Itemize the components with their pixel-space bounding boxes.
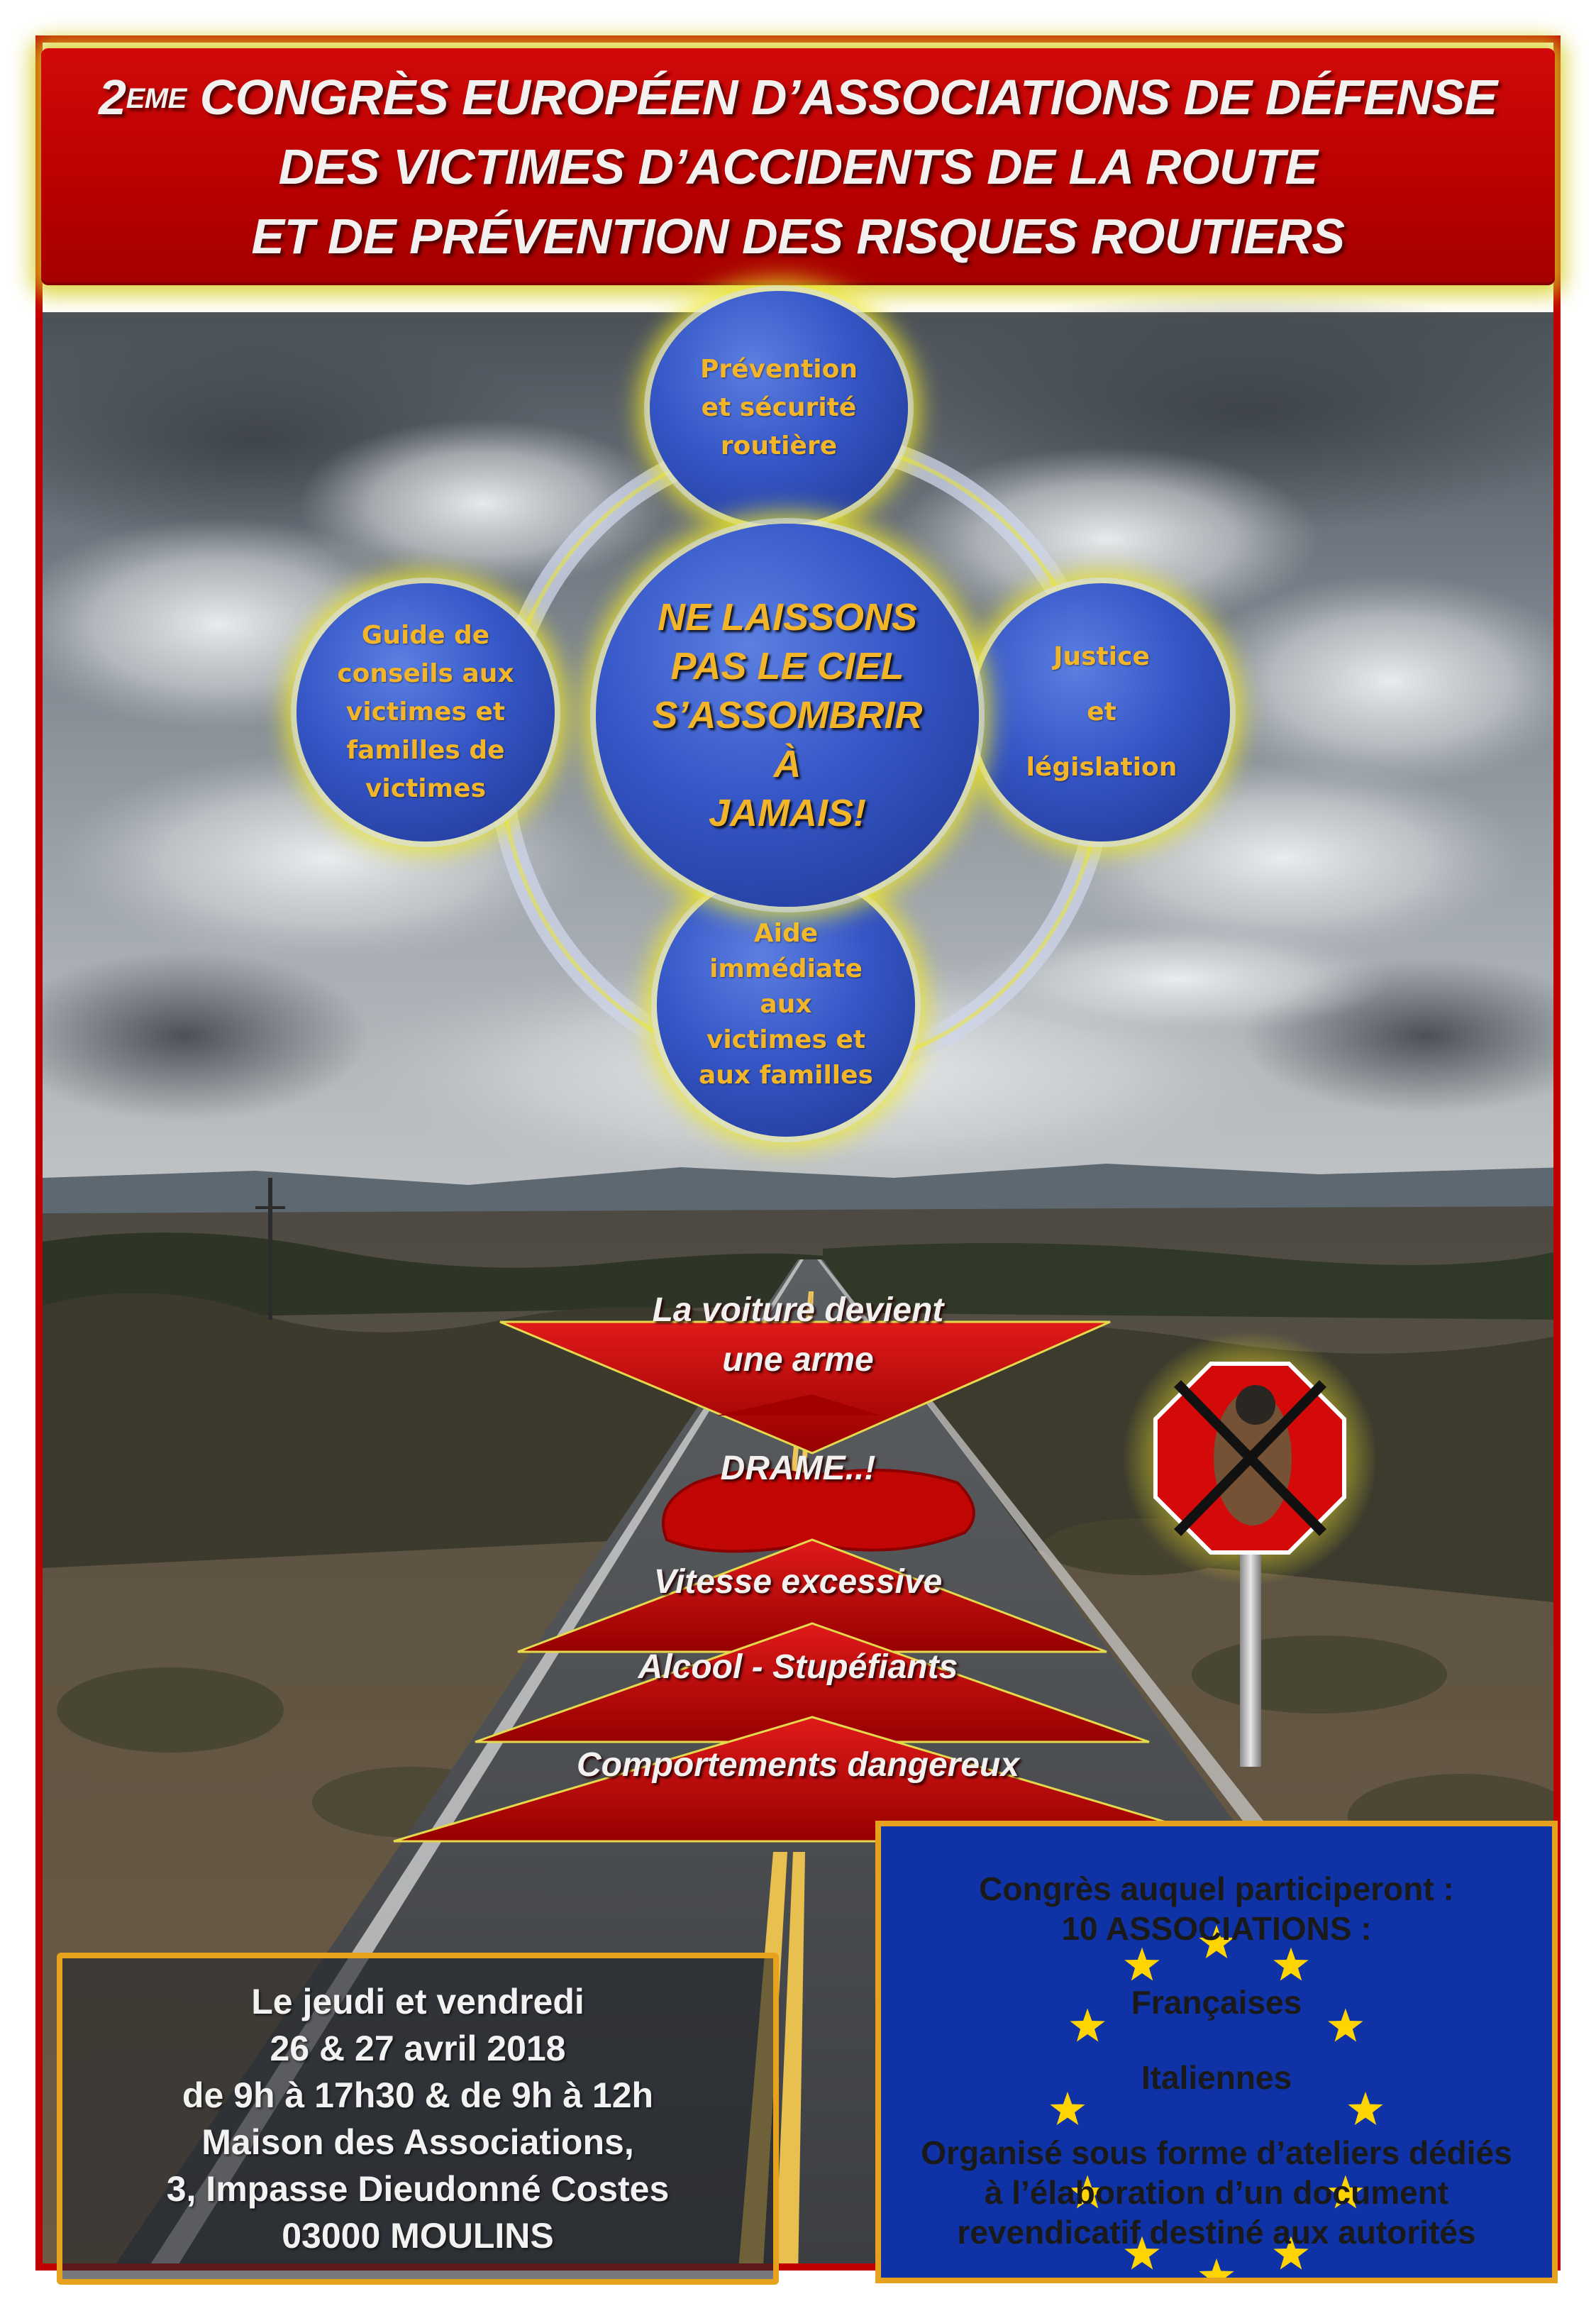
title-line-1: 2EME CONGRÈS EUROPÉEN D’ASSOCIATIONS DE … <box>99 62 1497 132</box>
event-days: Le jeudi et vendredi <box>251 1982 584 2021</box>
title-superscript: EME <box>126 83 187 114</box>
chevron-voiture-label: La voiture devient une arme <box>426 1286 1170 1385</box>
event-address: 3, Impasse Dieudonné Costes <box>166 2169 670 2209</box>
bubble-aide: Aide immédiate aux victimes et aux famil… <box>657 873 915 1137</box>
participants-format-3: revendicatif destiné aux autorités <box>957 2214 1476 2251</box>
eu-star-icon <box>1273 1947 1309 1981</box>
bubble-slogan: NE LAISSONS PAS LE CIEL S’ASSOMBRIR À JA… <box>596 524 979 907</box>
participants-italiennes: Italiennes <box>1141 2059 1292 2096</box>
no-stop-sign-icon <box>1122 1330 1378 1767</box>
participants-francaises: Françaises <box>1131 1984 1302 2021</box>
title-banner: 2EME CONGRÈS EUROPÉEN D’ASSOCIATIONS DE … <box>41 48 1555 285</box>
eu-star-icon <box>1050 2092 1085 2125</box>
bubble-guide-text: Guide de conseils aux victimes et famill… <box>337 621 514 803</box>
chevron-drame-label: DRAME..! <box>720 1450 876 1487</box>
eu-star-icon <box>1348 2092 1383 2125</box>
eu-star-icon <box>1070 2175 1105 2209</box>
event-info-box: Le jeudi et vendredi 26 & 27 avril 2018 … <box>57 1953 779 2285</box>
eu-star-icon <box>1124 1947 1160 1981</box>
eu-star-icon <box>1199 1925 1234 1958</box>
chevron-vitesse-label: Vitesse excessive <box>653 1563 943 1601</box>
bubble-justice-text: Justice et législation <box>1026 642 1177 782</box>
bubble-justice: Justice et législation <box>973 583 1230 842</box>
event-date: 26 & 27 avril 2018 <box>270 2029 566 2068</box>
title-line-3: ET DE PRÉVENTION DES RISQUES ROUTIERS <box>251 209 1345 264</box>
eu-star-icon <box>1070 2008 1105 2042</box>
chevron-voiture-line-2: une arme <box>722 1341 874 1379</box>
bubble-prevention-text: Prévention et sécurité routière <box>700 355 858 460</box>
participants-box: Congrès auquel participeront : 10 ASSOCI… <box>875 1821 1558 2283</box>
participants-intro: Congrès auquel participeront : <box>979 1870 1454 1907</box>
chevron-comportements-label: Comportements dangereux <box>576 1746 1020 1784</box>
eu-stars-circle <box>1050 1925 1383 2278</box>
eu-star-icon <box>1199 2258 1234 2278</box>
title-line-2: DES VICTIMES D’ACCIDENTS DE LA ROUTE <box>278 139 1318 194</box>
title-rest: CONGRÈS EUROPÉEN D’ASSOCIATIONS DE DÉFEN… <box>186 70 1498 125</box>
slogan-text: NE LAISSONS PAS LE CIEL S’ASSOMBRIR À JA… <box>652 595 923 834</box>
event-city: 03000 MOULINS <box>282 2216 554 2256</box>
eu-star-icon <box>1124 2236 1160 2270</box>
eu-star-icon <box>1328 2175 1363 2209</box>
eu-star-icon <box>1328 2008 1363 2042</box>
eu-star-icon <box>1273 2236 1309 2270</box>
participants-format-2: à l’élaboration d’un document <box>984 2174 1449 2211</box>
participants-count: 10 ASSOCIATIONS : <box>1061 1910 1372 1947</box>
event-hours: de 9h à 17h30 & de 9h à 12h <box>182 2075 654 2115</box>
title-prefix: 2 <box>99 70 126 125</box>
event-venue: Maison des Associations, <box>201 2122 634 2162</box>
participants-format-1: Organisé sous forme d’ateliers dédiés <box>921 2134 1512 2171</box>
bubble-aide-text: Aide immédiate aux victimes et aux famil… <box>698 919 873 1090</box>
chevron-alcool-label: Alcool - Stupéfiants <box>638 1648 958 1686</box>
chevron-voiture-line-1: La voiture devient <box>652 1291 944 1329</box>
bubble-guide: Guide de conseils aux victimes et famill… <box>297 583 555 842</box>
bubble-prevention: Prévention et sécurité routière <box>650 291 908 525</box>
